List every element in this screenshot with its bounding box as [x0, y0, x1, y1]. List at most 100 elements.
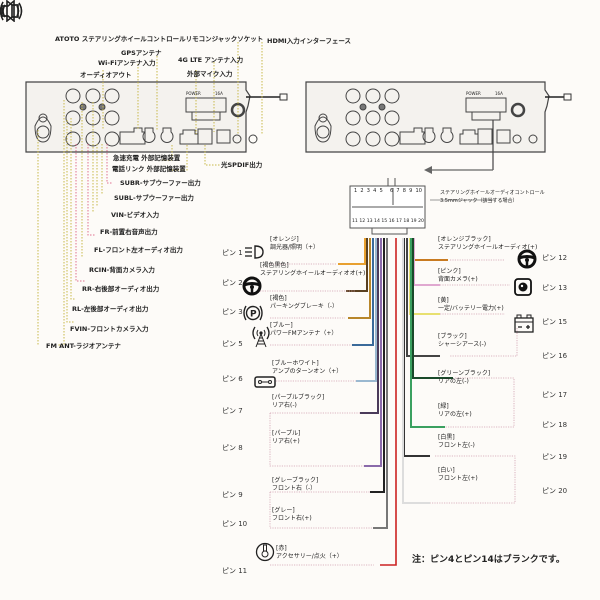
pin-description: [白い]フロント左(+)	[438, 467, 478, 483]
hdmi-plug	[279, 93, 288, 101]
pin-function: フロント右(+)	[272, 515, 312, 523]
callout-audio-out: オーディオアウト	[80, 71, 132, 79]
pin-description: [オレンジ]調光器/照明（+）	[270, 236, 319, 252]
pin-description: [パープルブラック]リア右(-)	[272, 394, 324, 410]
connector-pin-number: 7	[396, 188, 400, 194]
pin-function: パワーFMアンテナ（+）	[270, 330, 338, 338]
head-unit-right	[305, 81, 572, 174]
connector-pin-number: 2	[360, 188, 364, 194]
callout-wifi: Wi-Fiアンテナ入力	[98, 59, 156, 67]
pin-function: ステアリングホイールオーディオオ(+)	[260, 270, 366, 278]
callout-fl: FL-フロント左オーディオ出力	[94, 246, 183, 254]
wire-color-name: [パープルブラック]	[272, 394, 325, 401]
pin-number-label: ピン 1	[222, 249, 243, 257]
pin-function: パーキングブレーキ（-）	[270, 303, 338, 311]
pin-description: [緑]リアの左(+)	[438, 403, 472, 419]
pin-number-label: ピン 10	[222, 520, 248, 528]
callout-vin: VIN-ビデオ入力	[111, 211, 160, 219]
pin-description: [グレー]フロント右(+)	[272, 507, 312, 523]
connector-pin-number: 8	[402, 188, 406, 194]
callout-hdmi: HDMI入力インターフェース	[267, 37, 352, 45]
pin-description: [パープル]リア右(+)	[272, 430, 300, 446]
pin-description: [ピンク]背面カメラ(+)	[438, 268, 478, 284]
steering-wheel-icon	[242, 276, 262, 300]
pin-function: リア右(+)	[272, 438, 300, 446]
wire-color-name: [グリーンブラック]	[438, 370, 491, 377]
wire-color-name: [白黒]	[438, 434, 455, 441]
callout-subl: SUBL-サブウーファー出力	[114, 194, 194, 202]
connector-pin-number: 16	[388, 219, 395, 224]
wire-color-name: [ブラック]	[438, 333, 467, 340]
pin-function: フロント左(+)	[438, 475, 478, 483]
pin-function: シャーシアース(-)	[438, 341, 487, 349]
arrow-icon	[424, 166, 432, 174]
pin-number-label: ピン 5	[222, 340, 243, 348]
callout-fr: FR-前置右音声出力	[100, 228, 158, 236]
wire-color-name: [グレーブラック]	[272, 477, 319, 484]
port-row	[119, 97, 258, 145]
wire	[406, 238, 440, 357]
pin-number-label: ピン 3	[222, 308, 243, 316]
connector-pin-number: 1	[354, 188, 358, 194]
pin-description: [グレーブラック]フロント右（-）	[272, 477, 318, 493]
callout-ext-mic: 外部マイク入力	[187, 70, 233, 78]
antenna-icon	[250, 324, 272, 352]
label-leaders	[260, 259, 518, 566]
power-label: POWER	[186, 91, 201, 96]
wire	[410, 238, 445, 428]
callout-leaders	[37, 42, 263, 346]
callout-fmant: FM ANT-ラジオアンテナ	[46, 342, 121, 350]
pin-number-label: ピン 13	[542, 284, 568, 292]
wire-color-name: [オレンジ]	[270, 236, 299, 243]
callout-rr: RR-右後部オーディオ出力	[82, 285, 160, 293]
connector-pin-number: 3	[366, 188, 370, 194]
wire-color-name: [白い]	[438, 467, 455, 474]
pin-number-label: ピン 19	[542, 453, 568, 461]
amp-label: 16A	[215, 91, 223, 96]
jack-label-line1: ステアリングホイールオーディオコントロール	[440, 190, 545, 196]
headlight-icon	[243, 244, 265, 264]
callout-usb1: 急速充電 外部記憶装置	[113, 154, 181, 162]
pin-number-label: ピン 8	[222, 444, 243, 452]
callout-steering-jack: ATOTO ステアリングホイールコントロールリモコンジャックソケット	[55, 35, 264, 43]
pin-number-label: ピン 2	[222, 279, 243, 287]
pin-function: アクセサリー/点火（+）	[276, 553, 343, 561]
wire-color-name: [赤]	[276, 545, 287, 552]
wire-color-name: [グレー]	[272, 507, 295, 514]
svg-text:P: P	[250, 310, 257, 320]
callout-subr: SUBR-サブウーファー出力	[120, 179, 201, 187]
pin-number-label: ピン 9	[222, 491, 243, 499]
wire	[356, 238, 377, 382]
callout-usb2: 電話リンク 外部記憶装置	[112, 165, 186, 173]
callout-spdif: 光SPDIF出力	[221, 161, 263, 169]
connector-pin-number: 20	[418, 219, 424, 224]
wire-color-name: [オレンジブラック]	[438, 236, 491, 243]
pin-number-label: ピン 16	[542, 352, 568, 360]
camera-icon	[514, 278, 532, 300]
parking-brake-icon: P	[242, 303, 264, 327]
pin-number-label: ピン 11	[222, 567, 248, 575]
wire	[360, 238, 379, 414]
callout-rl: RL-左後部オーディオ出力	[72, 305, 149, 313]
wire-color-name: [ブルー]	[270, 322, 293, 329]
pin-number-label: ピン 17	[542, 391, 568, 399]
pin-function: 調光器/照明（+）	[270, 244, 320, 252]
power-label-right: POWER	[466, 91, 481, 96]
connector-pin-number: 6	[389, 188, 394, 194]
callout-rcin: RCIN-背面カメラ入力	[89, 266, 155, 274]
pin-number-label: ピン 12	[542, 254, 568, 262]
wire	[364, 238, 382, 467]
pin-description: [グリーンブラック]リアの左(-)	[438, 370, 490, 386]
battery-icon	[514, 313, 534, 337]
pin-function: アンプのターンオン（+）	[272, 368, 343, 376]
blank-pins-note: 注：ピン4とピン14はブランクです。	[412, 555, 565, 565]
connector-pin-number: 9	[409, 188, 413, 194]
pin-description: [黄]一定/バッテリー電力(+)	[438, 297, 504, 313]
wire	[352, 238, 374, 346]
callout-lte: 4G LTE アンテナ入力	[178, 56, 244, 64]
connector-pin-number: 19	[410, 219, 417, 224]
connector-pin-number: 10	[415, 188, 422, 194]
amplifier-icon	[254, 373, 276, 392]
